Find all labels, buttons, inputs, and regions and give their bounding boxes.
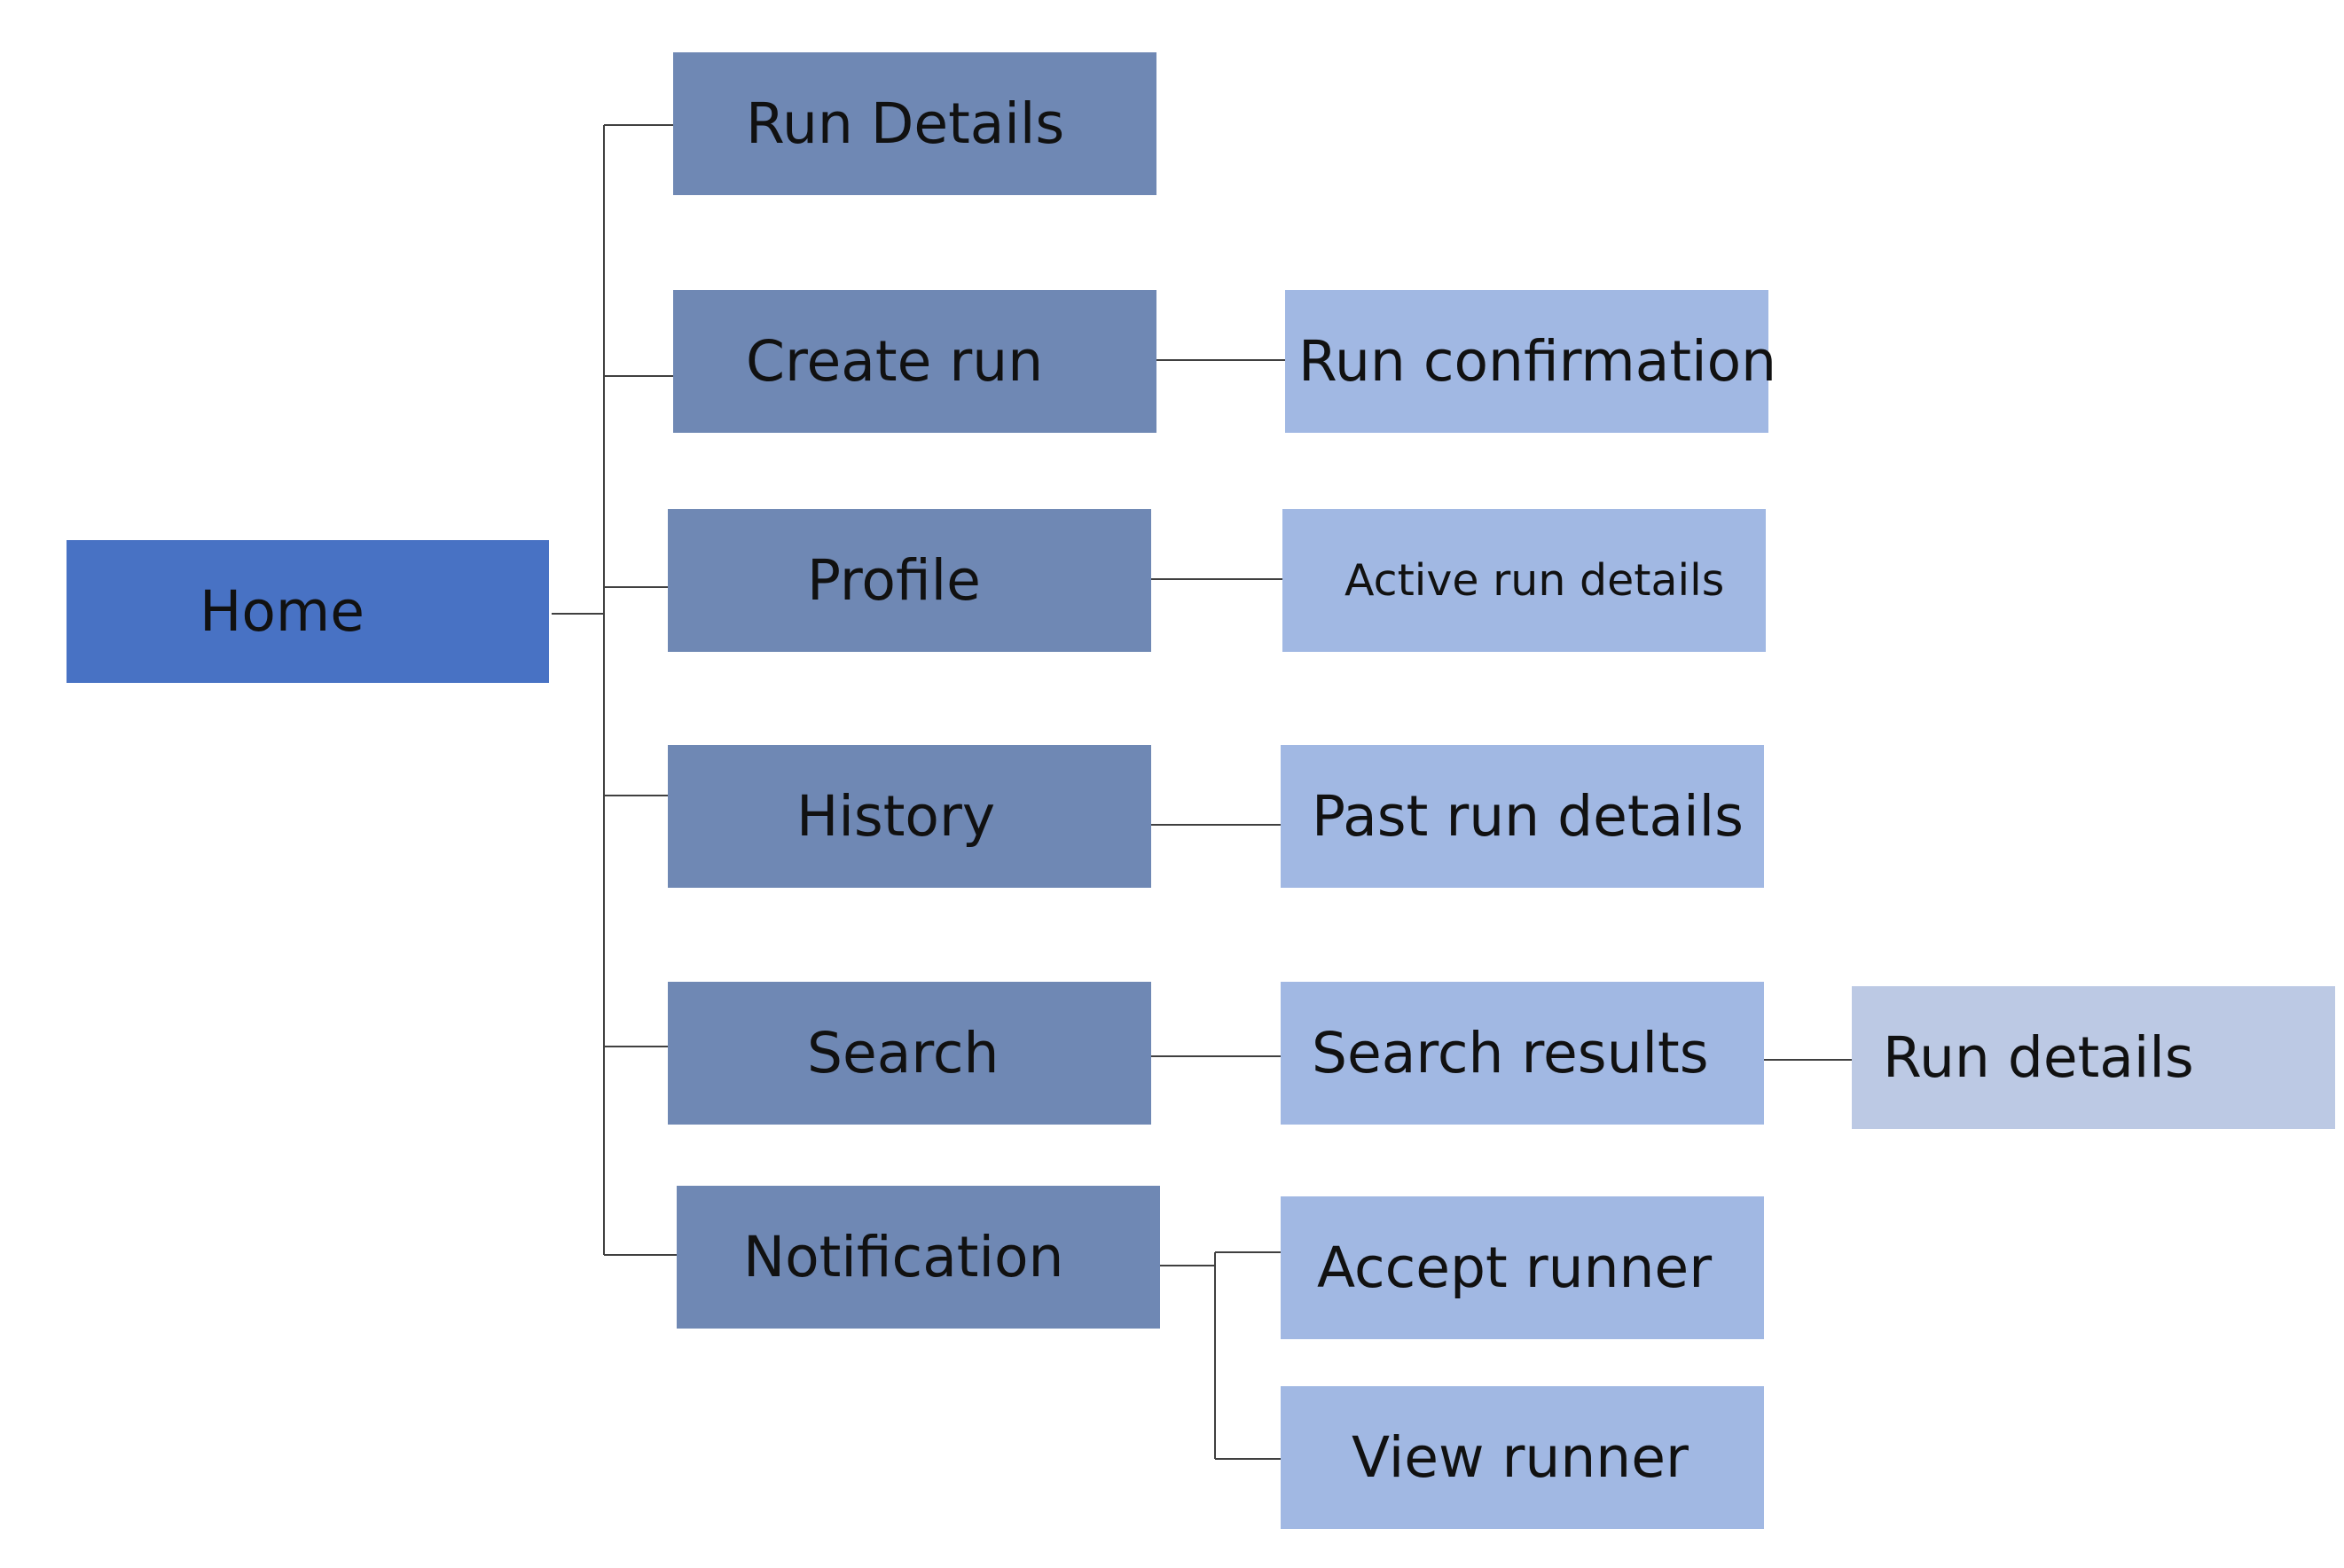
node-search-results: Search results bbox=[1281, 982, 1764, 1125]
node-search-run-details-label: Run details bbox=[1883, 1025, 2194, 1090]
node-home: Home bbox=[67, 540, 549, 683]
node-past-run-details: Past run details bbox=[1281, 745, 1764, 888]
node-run-confirmation: Run confirmation bbox=[1285, 290, 1776, 433]
node-create-run-label: Create run bbox=[746, 329, 1044, 394]
node-run-details-label: Run Details bbox=[746, 91, 1065, 156]
node-accept-runner: Accept runner bbox=[1281, 1196, 1764, 1339]
node-home-label: Home bbox=[200, 579, 365, 644]
node-history-label: History bbox=[796, 784, 996, 849]
node-create-run: Create run bbox=[673, 290, 1156, 433]
node-profile-label: Profile bbox=[807, 548, 981, 613]
node-active-run-details: Active run details bbox=[1282, 509, 1766, 652]
node-view-runner: View runner bbox=[1281, 1386, 1764, 1529]
node-profile: Profile bbox=[668, 509, 1151, 652]
node-past-run-details-label: Past run details bbox=[1312, 784, 1744, 849]
node-search-label: Search bbox=[807, 1021, 1000, 1086]
node-notification-label: Notification bbox=[743, 1225, 1064, 1290]
node-notification: Notification bbox=[677, 1186, 1160, 1329]
node-run-confirmation-label: Run confirmation bbox=[1298, 329, 1777, 394]
node-accept-runner-label: Accept runner bbox=[1317, 1235, 1713, 1300]
node-view-runner-label: View runner bbox=[1352, 1425, 1689, 1490]
node-search-results-label: Search results bbox=[1312, 1021, 1709, 1086]
node-history: History bbox=[668, 745, 1151, 888]
node-active-run-details-label: Active run details bbox=[1344, 555, 1725, 606]
node-run-details: Run Details bbox=[673, 52, 1156, 195]
node-search: Search bbox=[668, 982, 1151, 1125]
node-search-run-details: Run details bbox=[1852, 986, 2335, 1129]
